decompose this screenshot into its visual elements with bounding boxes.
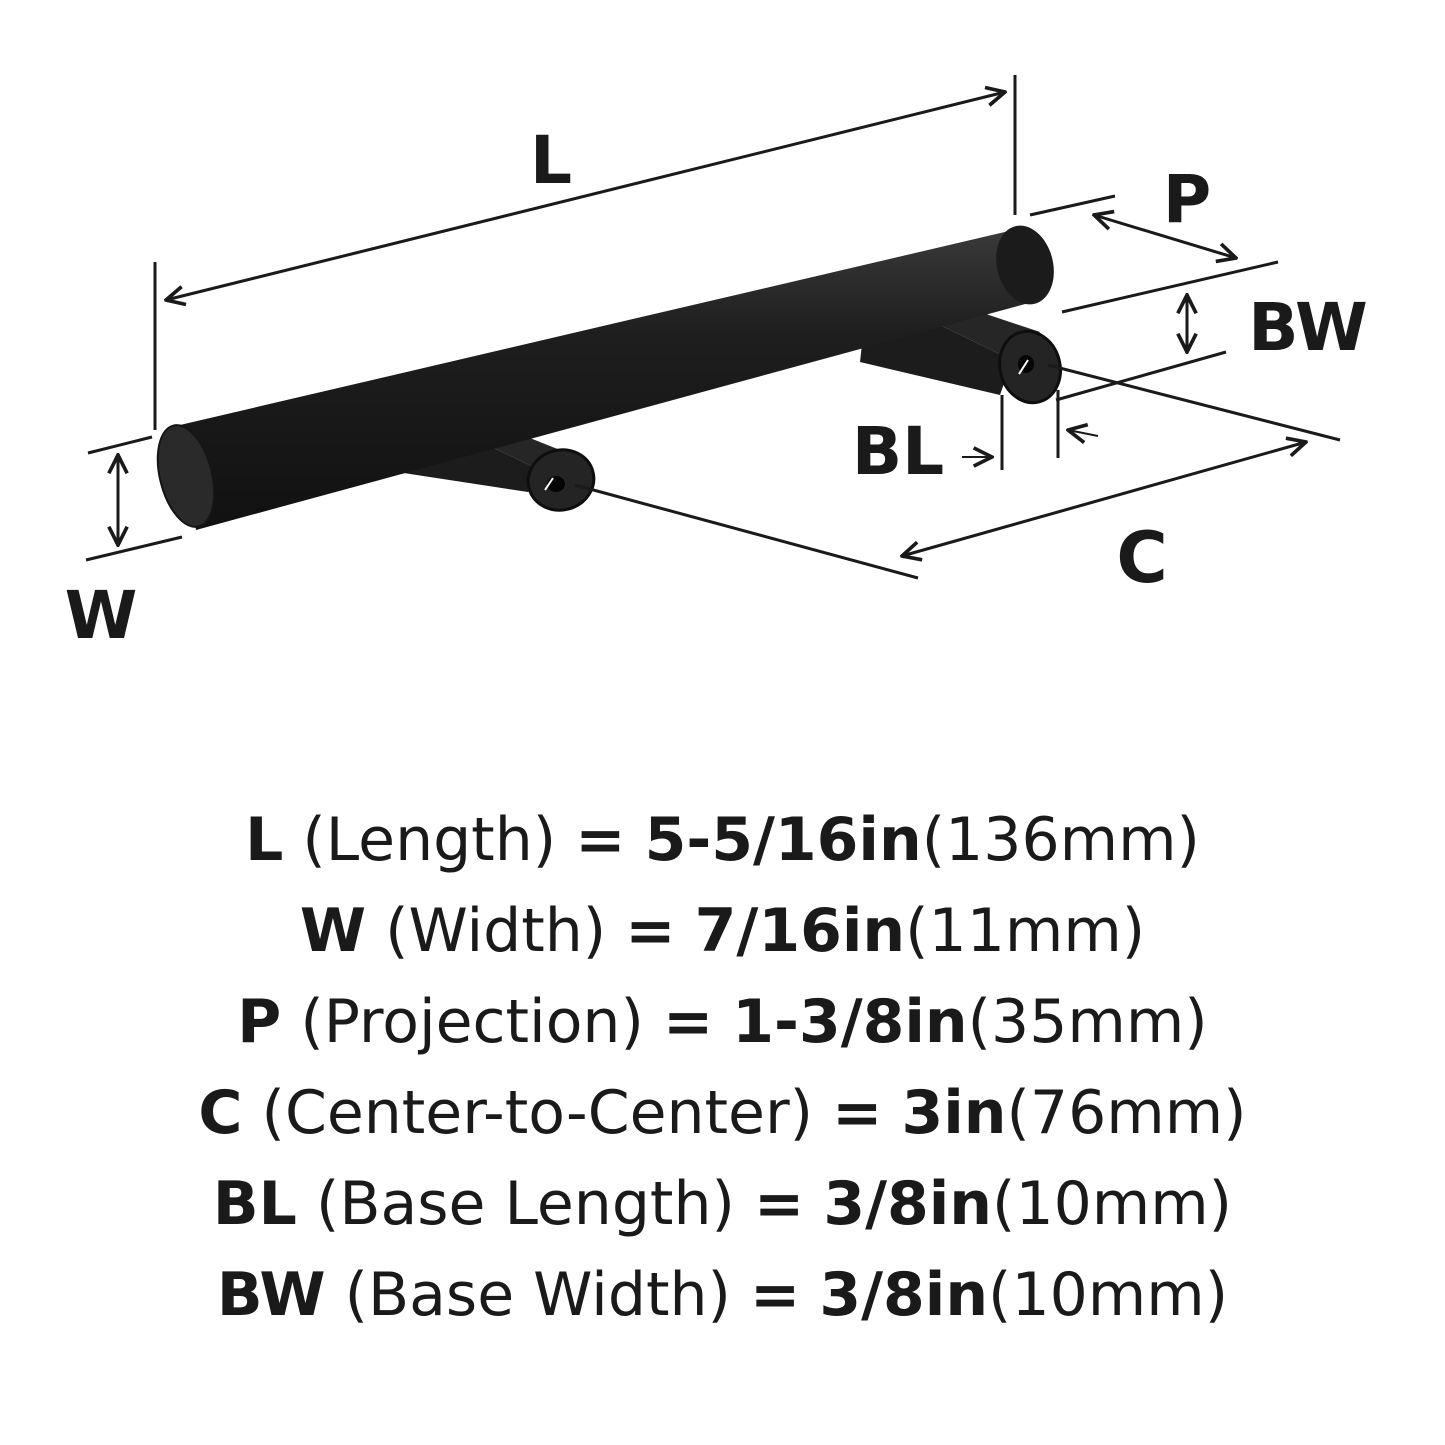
spec-line-length: L (Length) = 5-5/16in(136mm)	[0, 795, 1445, 886]
spec-line-projection: P (Projection) = 1-3/8in(35mm)	[0, 977, 1445, 1068]
center-label: C	[1116, 517, 1167, 599]
spec-name: (Projection)	[300, 987, 644, 1057]
spec-value-metric: (136mm)	[921, 805, 1200, 875]
spec-symbol: W	[299, 896, 366, 966]
spec-name: (Width)	[385, 896, 607, 966]
spec-equals: =	[749, 1260, 801, 1330]
spec-equals: =	[753, 1169, 805, 1239]
spec-equals: =	[575, 805, 626, 875]
spec-symbol: C	[198, 1078, 243, 1148]
length-label: L	[530, 122, 572, 199]
spec-value-imperial: 3in	[901, 1078, 1007, 1148]
center-dimension: C	[574, 363, 1341, 599]
base-length-label: BL	[852, 413, 944, 490]
spec-symbol: BW	[216, 1260, 326, 1330]
base-length-dimension: BL	[852, 390, 1099, 490]
spec-name: (Base Length)	[315, 1169, 735, 1239]
length-dimension: L	[153, 75, 1017, 430]
spec-value-metric: (76mm)	[1006, 1078, 1247, 1148]
spec-name: (Center-to-Center)	[261, 1078, 814, 1148]
width-dimension: W	[65, 435, 183, 654]
spec-value-metric: (11mm)	[905, 896, 1146, 966]
spec-name: (Length)	[302, 805, 557, 875]
spec-value-metric: (10mm)	[992, 1169, 1233, 1239]
spec-equals: =	[662, 987, 714, 1057]
spec-equals: =	[625, 896, 676, 966]
base-width-dimension: BW	[1055, 289, 1368, 402]
projection-dimension: P	[1029, 161, 1279, 314]
spec-value-metric: (10mm)	[988, 1260, 1229, 1330]
spec-symbol: BL	[212, 1169, 297, 1239]
spec-symbol: P	[237, 987, 282, 1057]
base-width-label: BW	[1248, 289, 1368, 366]
spec-line-base-length: BL (Base Length) = 3/8in(10mm)	[0, 1159, 1445, 1250]
spec-value-metric: (35mm)	[967, 987, 1208, 1057]
spec-line-width: W (Width) = 7/16in(11mm)	[0, 886, 1445, 977]
spec-symbol: L	[245, 805, 284, 875]
spec-value-imperial: 7/16in	[694, 896, 906, 966]
projection-label: P	[1163, 161, 1211, 238]
width-label: W	[65, 577, 138, 654]
spec-line-center: C (Center-to-Center) = 3in(76mm)	[0, 1068, 1445, 1159]
spec-name: (Base Width)	[344, 1260, 731, 1330]
spec-value-imperial: 1-3/8in	[732, 987, 968, 1057]
spec-value-imperial: 3/8in	[823, 1169, 993, 1239]
specification-list: L (Length) = 5-5/16in(136mm) W (Width) =…	[0, 795, 1445, 1341]
spec-value-imperial: 5-5/16in	[644, 805, 922, 875]
spec-value-imperial: 3/8in	[819, 1260, 989, 1330]
spec-line-base-width: BW (Base Width) = 3/8in(10mm)	[0, 1250, 1445, 1341]
spec-equals: =	[832, 1078, 883, 1148]
